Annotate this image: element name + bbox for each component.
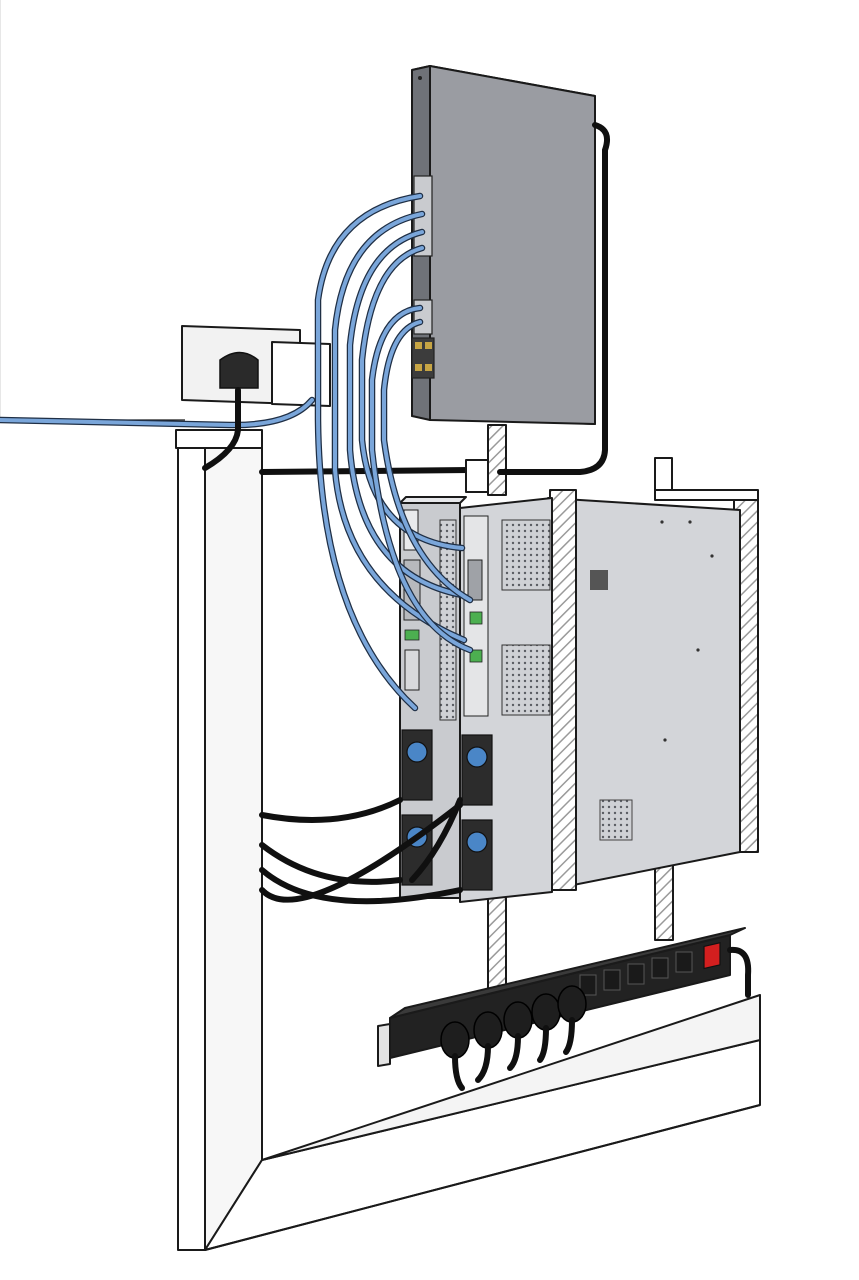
power-strip — [377, 927, 752, 1091]
outlet-power-cable — [202, 387, 241, 471]
strip-power-cable — [727, 946, 752, 998]
chassis-strap — [549, 489, 577, 891]
server-chassis — [547, 497, 741, 891]
network-cables — [314, 192, 474, 712]
psu-2a — [461, 734, 493, 806]
wall — [0, 0, 185, 421]
mounting-frame — [175, 429, 761, 1251]
server-1 — [399, 496, 467, 899]
psu-2b — [461, 819, 493, 891]
outlet-sockets — [579, 951, 693, 996]
screw-icon — [418, 76, 422, 80]
strip-plugs — [440, 985, 587, 1059]
server-2 — [459, 497, 553, 903]
server-power-cables — [259, 797, 463, 905]
power-switch-icon — [703, 942, 721, 970]
support-rods — [487, 424, 674, 991]
psu-1a — [401, 729, 433, 801]
fan-icon — [406, 741, 428, 763]
fan-icon — [466, 746, 488, 768]
switch-power-cable — [497, 122, 610, 475]
mount-tab — [377, 1023, 391, 1067]
plug-icon — [219, 351, 259, 389]
strip-plug-cables — [452, 1017, 575, 1091]
uplink-cable — [0, 396, 316, 429]
network-switch — [411, 65, 596, 425]
wall-outlet — [181, 325, 331, 407]
fan-icon — [466, 831, 488, 853]
